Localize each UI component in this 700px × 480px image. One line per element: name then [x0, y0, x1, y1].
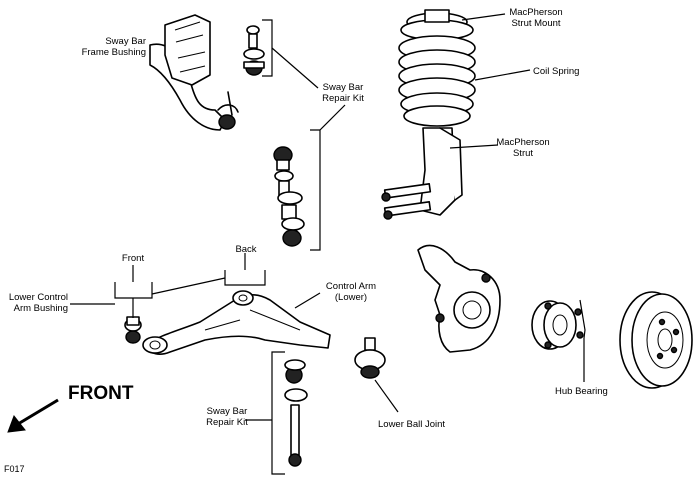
macpherson-strut-assembly-part	[381, 9, 476, 220]
label-control-arm-lower: Control Arm (Lower)	[325, 281, 377, 303]
sway-bar-repair-kit-top-part	[243, 19, 319, 89]
label-coil-spring: Coil Spring	[533, 66, 580, 77]
lower-ball-joint-part	[354, 337, 399, 413]
sway-bar-frame-bushing-part	[149, 14, 239, 131]
label-sway-bar-repair-kit-top: Sway Bar Repair Kit	[322, 82, 364, 104]
label-lower-ball-joint: Lower Ball Joint	[378, 419, 446, 430]
front-direction-label: FRONT	[68, 383, 134, 404]
front-arrow	[7, 398, 59, 433]
lower-control-arm-bushing-part	[124, 316, 142, 344]
figure-code: F017	[4, 464, 25, 474]
sway-bar-repair-kit-middle-part	[273, 104, 346, 251]
label-macpherson-strut: MacPherson Strut	[496, 137, 550, 159]
label-macpherson-strut-mount: MacPherson Strut Mount	[509, 7, 563, 29]
label-hub-bearing: Hub Bearing	[555, 386, 608, 397]
steering-knuckle-part	[417, 244, 501, 353]
label-sway-bar-frame-bushing: Sway Bar Frame Bushing	[81, 36, 146, 58]
label-front: Front	[121, 253, 145, 264]
brake-rotor-part	[619, 291, 693, 389]
lower-control-arm-part	[142, 290, 331, 355]
hub-bearing-part	[531, 299, 586, 382]
label-back: Back	[235, 244, 257, 255]
label-sway-bar-repair-kit-bottom: Sway Bar Repair Kit	[206, 406, 248, 428]
label-lower-control-arm-bushing: Lower Control Arm Bushing	[8, 292, 68, 314]
sway-bar-repair-kit-bottom-part	[245, 351, 308, 475]
